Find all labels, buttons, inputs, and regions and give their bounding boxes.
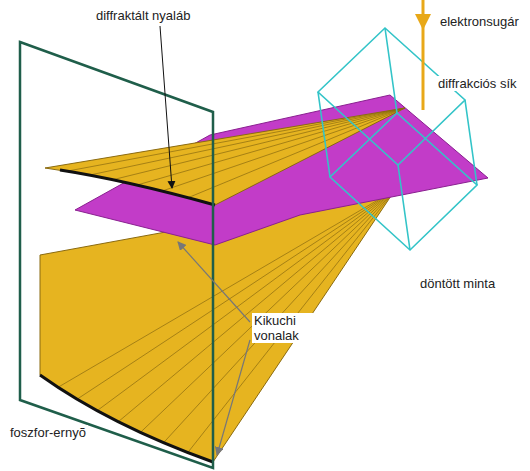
beam-label: elektronsugár <box>438 14 521 29</box>
plane-label: diffrakciós sík <box>436 76 519 91</box>
leader-line <box>217 340 250 455</box>
phosphor-screen <box>20 42 213 468</box>
tilted-sample <box>318 28 477 250</box>
beam-label: diffraktált nyaláb <box>94 8 192 23</box>
kikuchi-line <box>40 375 213 462</box>
lines-label: Kikuchi vonalak <box>252 313 314 343</box>
kikuchi-line <box>60 170 215 205</box>
screen-label: foszfor-ernyõ <box>8 425 88 440</box>
beam-arrowhead <box>415 14 431 30</box>
leader-line <box>160 26 172 188</box>
leader-line <box>178 242 250 322</box>
sample-label: döntött minta <box>418 276 497 291</box>
